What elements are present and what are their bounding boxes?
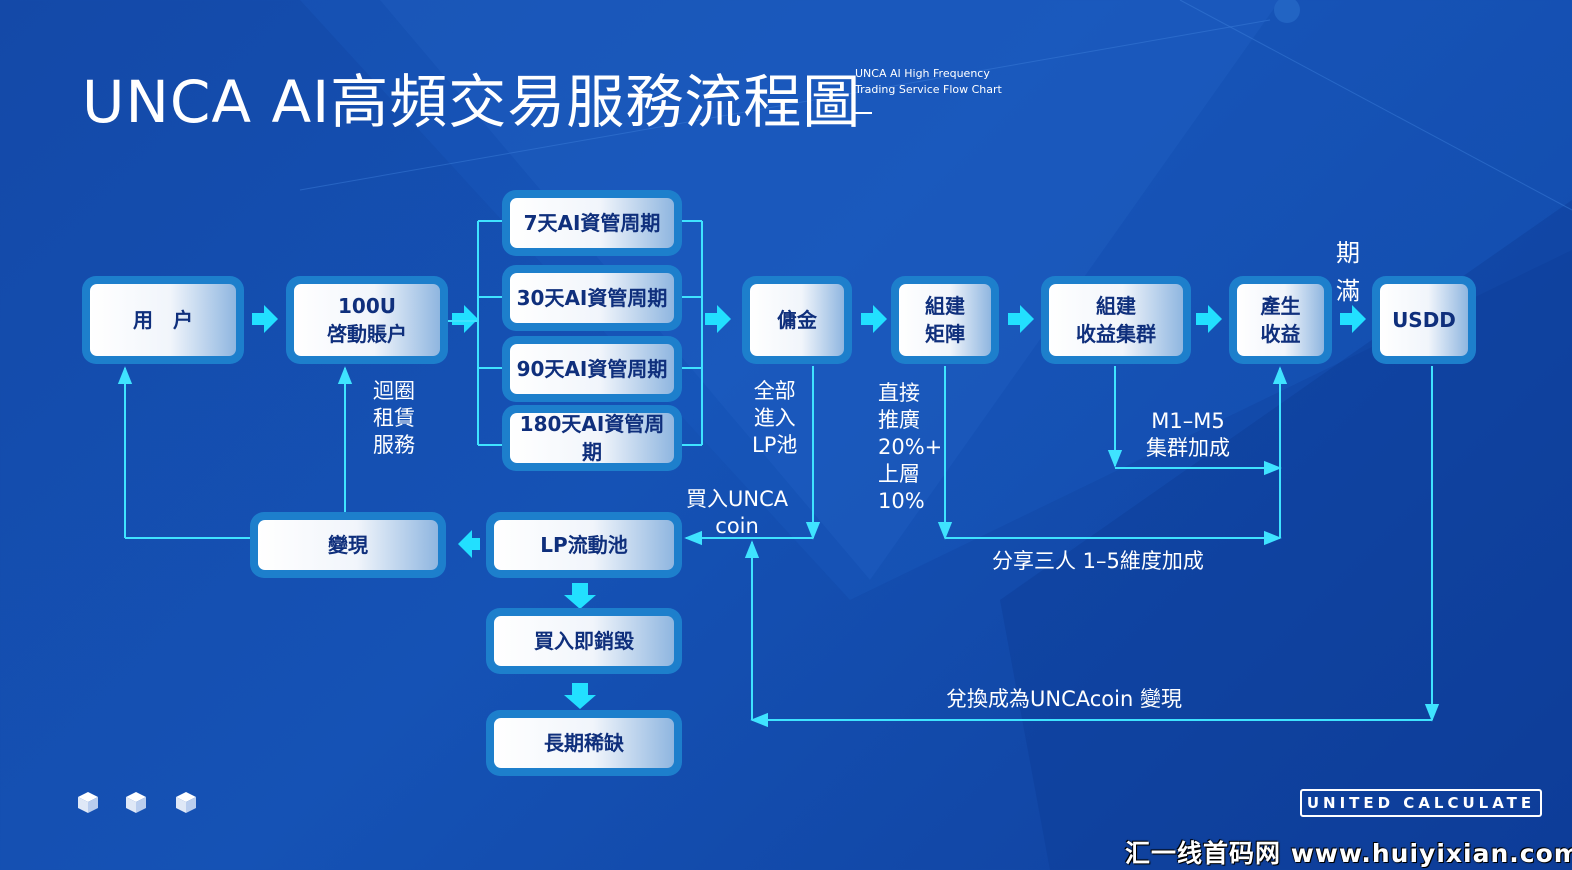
label-exchange: 兌換成為UNCAcoin 變現 [946, 687, 1182, 711]
label-share-three: 分享三人 1–5維度加成 [992, 549, 1204, 573]
flow-arrow-income-to-usdd [1340, 305, 1366, 333]
cycles-bracket-left [446, 220, 502, 446]
label-buy-unca: 買入UNCA coin [686, 487, 789, 538]
label-rental-service: 迴圈 租賃 服務 [373, 379, 415, 457]
flow-arrow-commission-to-matrix [861, 305, 887, 333]
footer-cubes [78, 792, 196, 813]
label-cluster-bonus: M1–M5 集群加成 [1146, 409, 1230, 460]
node-generate-income: 產生 收益 [1229, 276, 1332, 364]
node-buy-burn: 買入即銷毀 [486, 608, 682, 674]
label-all-into-lp: 全部 進入 LP池 [752, 379, 798, 457]
label-direct-referral: 直接 推廣 20%+ 上層 10% [878, 381, 943, 513]
node-user: 用 户 [82, 276, 244, 364]
node-build-cluster: 組建 收益集群 [1041, 276, 1191, 364]
node-cycle-30: 30天AI資管周期 [502, 265, 682, 331]
cube-icon [126, 792, 146, 813]
flow-arrow-cluster-to-income [1196, 305, 1222, 333]
flow-arrow-lp-to-burn [564, 583, 596, 609]
flow-arrow-matrix-to-cluster [1008, 305, 1034, 333]
subtitle-dash [855, 112, 872, 114]
node-lp-pool: LP流動池 [486, 512, 682, 578]
node-cycle-7: 7天AI資管周期 [502, 190, 682, 256]
node-cycle-90: 90天AI資管周期 [502, 336, 682, 402]
flow-arrow-cycles-to-commission [705, 305, 731, 333]
node-usdd: USDD [1372, 276, 1476, 364]
cycles-bracket-right [682, 220, 703, 446]
flow-arrow-account-to-cycles [452, 305, 478, 333]
cube-icon [78, 792, 98, 813]
flow-arrow-user-to-account [252, 305, 278, 333]
node-cycle-180: 180天AI資管周期 [502, 405, 682, 471]
site-watermark: 汇一线首码网 www.huiyixian.com [1125, 839, 1572, 868]
page-title: UNCA AI高頻交易服務流程圖 [82, 68, 862, 136]
node-cash-out: 變現 [250, 512, 446, 578]
page-subtitle: UNCA AI High Frequency Trading Service F… [855, 67, 1002, 96]
brand-badge: UNITED CALCULATE [1300, 789, 1542, 817]
node-commission: 傭金 [742, 276, 852, 364]
node-start-account: 100U 啓動賬户 [286, 276, 448, 364]
flow-arrow-lp-to-cashout [458, 530, 480, 558]
node-long-scarcity: 長期稀缺 [486, 710, 682, 776]
cube-icon [176, 792, 196, 813]
label-maturity: 期 滿 [1336, 239, 1360, 305]
flow-arrow-burn-to-scarcity [564, 683, 596, 709]
node-build-matrix: 組建 矩陣 [891, 276, 999, 364]
